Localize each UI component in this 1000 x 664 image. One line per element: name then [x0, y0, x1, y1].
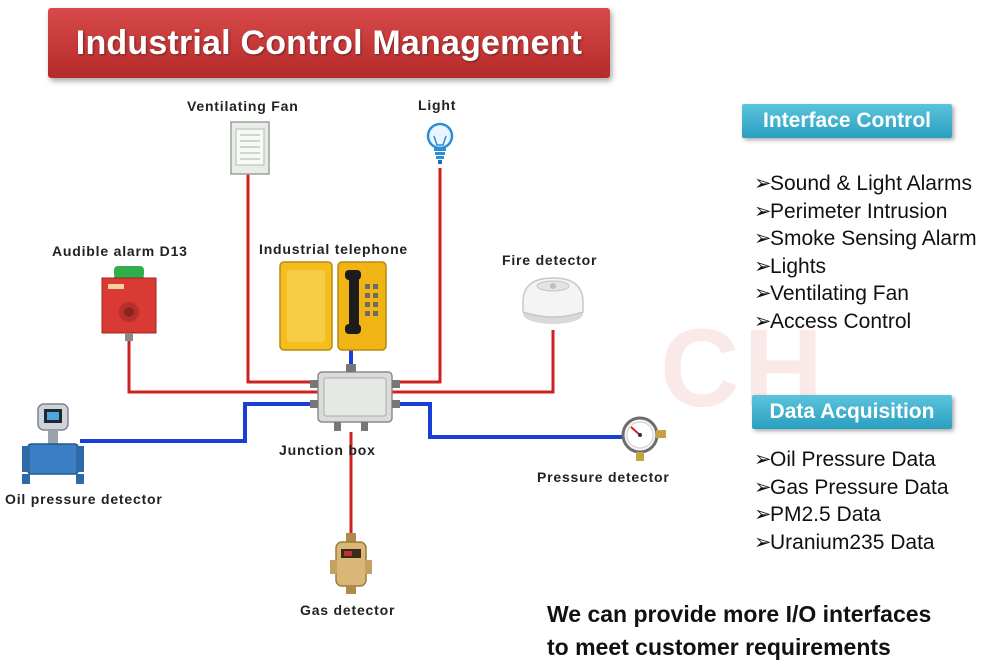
label-gas: Gas detector: [300, 602, 396, 618]
label-fire: Fire detector: [502, 252, 598, 268]
list-item: ➢Gas Pressure Data: [754, 475, 949, 499]
wire-pressure: [392, 402, 622, 439]
pressure-gauge-icon: [621, 416, 666, 461]
telephone-icon: [279, 261, 387, 351]
list-item: ➢Sound & Light Alarms: [754, 172, 972, 195]
label-oil: Oil pressure detector: [5, 491, 163, 507]
wire-fire: [392, 330, 555, 394]
footer-note: We can provide more I/O interfaces to me…: [547, 598, 931, 664]
interface-control-heading: Interface Control: [742, 104, 952, 138]
footer-line-2: to meet customer requirements: [547, 634, 891, 660]
label-alarm: Audible alarm D13: [52, 243, 188, 259]
title-banner: Industrial Control Management: [48, 8, 610, 78]
list-item: ➢Uranium235 Data: [754, 530, 935, 554]
light-bulb-icon: [426, 122, 454, 164]
list-item: ➢Smoke Sensing Alarm: [754, 227, 977, 250]
label-junction: Junction box: [279, 442, 376, 458]
fan-icon: [230, 121, 270, 175]
list-item: ➢Perimeter Intrusion: [754, 199, 948, 223]
control-wires: [127, 168, 555, 540]
fire-detector-icon: [522, 277, 584, 324]
label-telephone: Industrial telephone: [259, 241, 409, 257]
data-acquisition-list: ➢Oil Pressure Data ➢Gas Pressure Data ➢P…: [754, 446, 949, 556]
wire-light: [392, 168, 442, 384]
wire-alarm: [127, 340, 318, 394]
list-item: ➢Access Control: [754, 309, 912, 333]
list-item: ➢PM2.5 Data: [754, 503, 881, 526]
gas-meter-icon: [330, 533, 372, 594]
footer-line-1: We can provide more I/O interfaces: [547, 601, 932, 627]
data-acquisition-heading: Data Acquisition: [752, 395, 952, 429]
flow-meter-icon: [22, 403, 84, 484]
list-item: ➢Ventilating Fan: [754, 282, 909, 305]
list-item: ➢Lights: [754, 254, 827, 278]
list-item: ➢Oil Pressure Data: [754, 448, 936, 471]
alarm-icon: [101, 266, 157, 341]
interface-control-list: ➢Sound & Light Alarms ➢Perimeter Intrusi…: [754, 170, 977, 335]
label-fan: Ventilating Fan: [187, 98, 299, 114]
wire-oil: [80, 402, 318, 443]
page-title: Industrial Control Management: [75, 23, 583, 62]
label-light: Light: [418, 97, 457, 113]
junction-box-icon: [310, 364, 400, 431]
wire-fan: [246, 172, 318, 384]
label-pressure: Pressure detector: [537, 469, 670, 485]
